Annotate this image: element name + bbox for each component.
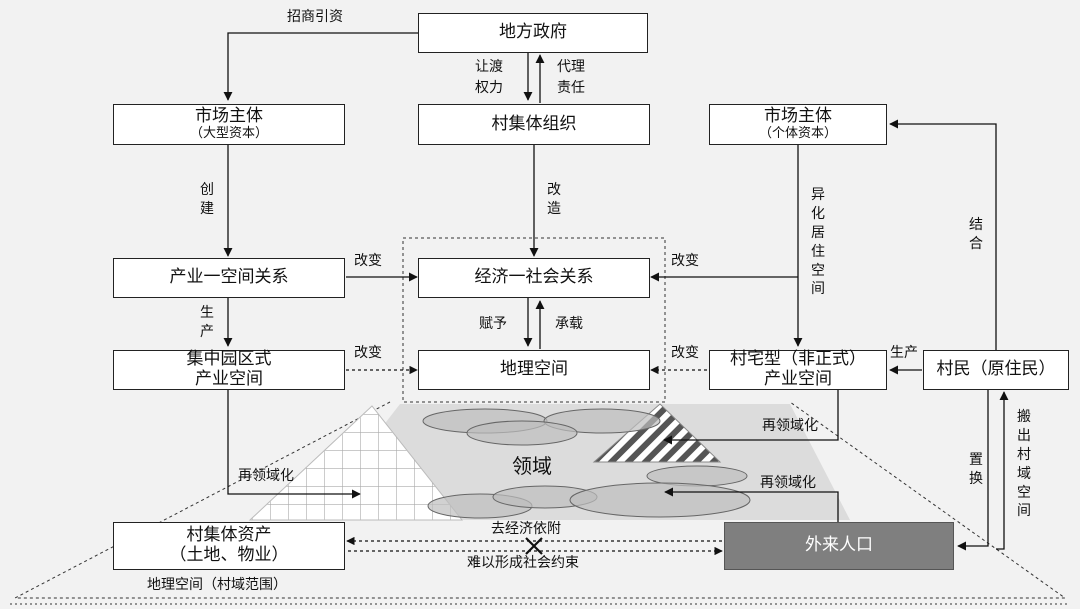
industry-space-relation-box: 产业一空间关系 <box>113 258 345 298</box>
label-move-out-village: 搬出村域空间 <box>1017 409 1031 520</box>
economic-social-relation-text: 经济一社会关系 <box>474 267 594 288</box>
village-collective-org-box: 村集体组织 <box>418 104 650 145</box>
label-de-economic-dependence: 去经济依附 <box>491 521 561 537</box>
migrant-population-box: 外来人口 <box>724 522 954 570</box>
label-alienated-living-space: 异化居住空间 <box>811 187 825 298</box>
geographic-space-text: 地理空间 <box>500 359 568 380</box>
villagers-box: 村民（原住民） <box>923 350 1069 390</box>
label-reterritorialize-right-bottom: 再领域化 <box>760 475 816 491</box>
territory-ellipses <box>422 408 751 519</box>
label-replace: 置换 <box>969 452 983 487</box>
market-entity-right-title: 市场主体 <box>764 106 832 127</box>
label-produce-left: 生产 <box>200 305 214 340</box>
grid-triangle <box>248 405 464 521</box>
village-collective-org-text: 村集体组织 <box>491 113 577 134</box>
migrant-population-text: 外来人口 <box>805 535 873 556</box>
label-change-left-bottom: 改变 <box>354 345 382 361</box>
market-entity-individual-capital-box: 市场主体 （个体资本） <box>709 104 887 145</box>
label-reterritorialize-right-top: 再领域化 <box>762 418 818 434</box>
village-collective-assets-subtitle: （土地、物业） <box>169 545 289 565</box>
relations-frame <box>402 237 666 403</box>
label-transfer-power-2: 权力 <box>475 80 503 96</box>
connector-lines <box>223 32 1009 551</box>
label-change-right-top: 改变 <box>671 253 699 269</box>
label-transform: 改造 <box>547 182 561 217</box>
park-industry-space-line2: 产业空间 <box>195 369 263 389</box>
striped-triangle <box>592 403 722 463</box>
homestead-industry-space-line1: 村宅型（非正式） <box>730 349 866 370</box>
homestead-industry-space-line2: 产业空间 <box>764 369 832 389</box>
park-industry-space-box: 集中园区式 产业空间 <box>113 350 345 390</box>
village-collective-assets-title: 村集体资产 <box>186 525 272 546</box>
economic-social-relation-box: 经济一社会关系 <box>418 258 650 298</box>
label-endow: 赋予 <box>479 316 507 332</box>
local-government-text: 地方政府 <box>499 22 567 43</box>
dashed-connectors <box>346 365 723 556</box>
label-create: 创建 <box>200 182 214 217</box>
label-produce-right: 生产 <box>890 345 918 361</box>
label-agent-responsibility-2: 责任 <box>557 80 585 96</box>
industry-space-relation-text: 产业一空间关系 <box>169 267 289 288</box>
label-attract-investment: 招商引资 <box>287 9 343 25</box>
park-industry-space-line1: 集中园区式 <box>186 349 272 370</box>
geographic-space-box: 地理空间 <box>418 350 650 390</box>
market-entity-right-subtitle: （个体资本） <box>758 125 837 141</box>
label-carry: 承载 <box>555 316 583 332</box>
label-change-left-top: 改变 <box>354 253 382 269</box>
label-territory: 领域 <box>512 454 552 478</box>
label-transfer-power-1: 让渡 <box>475 59 503 75</box>
market-entity-left-subtitle: （大型资本） <box>189 125 268 141</box>
cross-mark <box>525 537 543 555</box>
label-combine: 结合 <box>969 217 983 252</box>
market-entity-left-title: 市场主体 <box>195 106 263 127</box>
market-entity-large-capital-box: 市场主体 （大型资本） <box>113 104 345 145</box>
local-government-box: 地方政府 <box>418 13 648 53</box>
village-collective-assets-box: 村集体资产 （土地、物业） <box>113 522 345 570</box>
village-boundary-dashed <box>10 401 1070 605</box>
label-agent-responsibility-1: 代理 <box>557 59 585 75</box>
label-change-right-bottom: 改变 <box>671 345 699 361</box>
label-reterritorialize-left: 再领域化 <box>238 468 294 484</box>
homestead-industry-space-box: 村宅型（非正式） 产业空间 <box>709 350 887 390</box>
label-no-social-constraint: 难以形成社会约束 <box>467 555 579 571</box>
villagers-text: 村民（原住民） <box>936 359 1056 380</box>
label-geographic-scope: 地理空间（村域范围） <box>147 577 287 593</box>
